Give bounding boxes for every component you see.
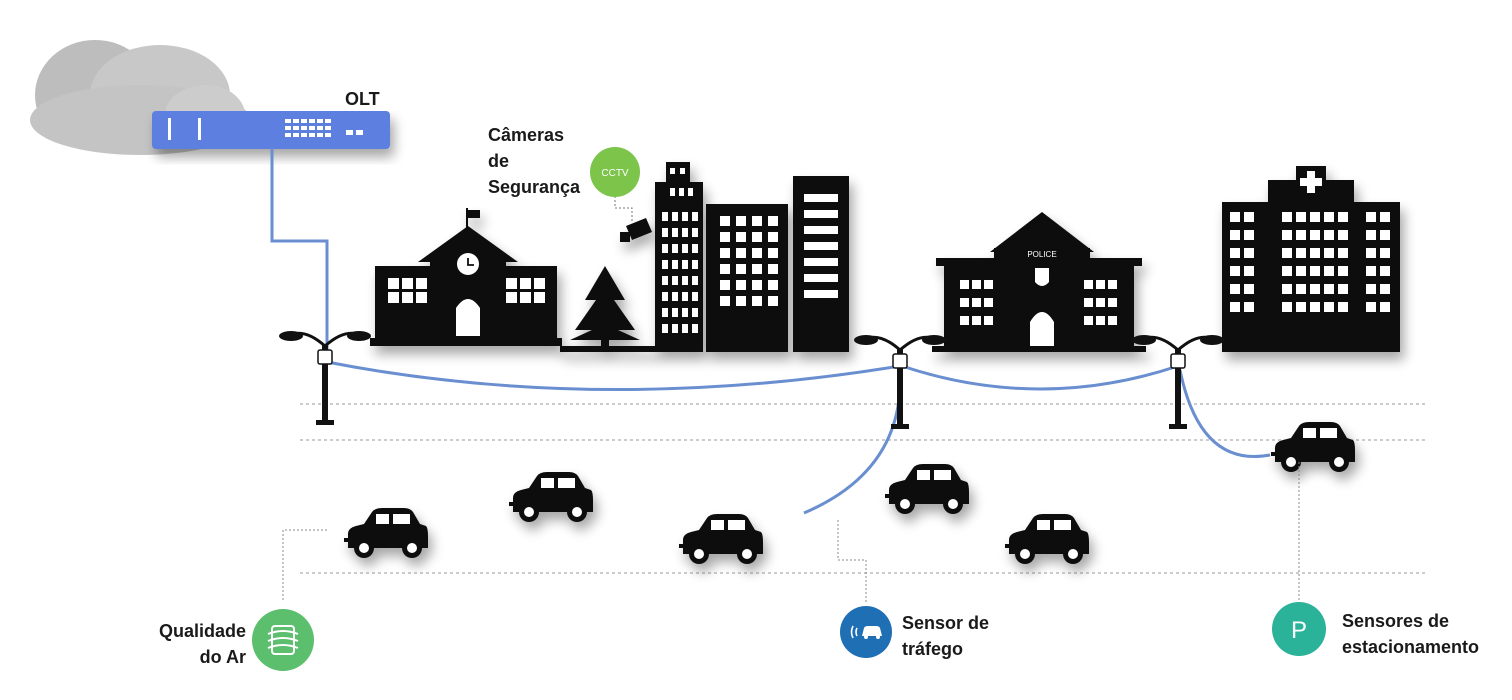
traffic-sensor-icon bbox=[840, 606, 892, 658]
school-building bbox=[370, 208, 562, 346]
car-5 bbox=[1005, 514, 1089, 564]
security-camera-icon bbox=[620, 218, 652, 242]
car-4 bbox=[885, 464, 969, 514]
cars bbox=[344, 422, 1355, 564]
cameras-label: Câmeras de Segurança bbox=[488, 125, 581, 197]
car-2 bbox=[509, 472, 593, 522]
parking-icon: P bbox=[1272, 602, 1326, 656]
car-1 bbox=[344, 508, 428, 558]
hospital-cross-icon bbox=[1300, 171, 1322, 193]
svg-text:P: P bbox=[1291, 617, 1307, 644]
cctv-connector bbox=[614, 196, 633, 222]
olt-label: OLT bbox=[345, 89, 380, 109]
svg-text:CCTV: CCTV bbox=[601, 168, 629, 179]
traffic-sensor-label: Sensor de tráfego bbox=[902, 613, 990, 659]
car-3 bbox=[679, 514, 763, 564]
car-6 bbox=[1271, 422, 1355, 472]
hospital-building bbox=[1222, 166, 1400, 352]
tree bbox=[560, 266, 660, 352]
office-towers bbox=[655, 162, 849, 352]
police-station bbox=[932, 212, 1146, 352]
city-skyline bbox=[370, 162, 1400, 352]
police-sign: POLICE bbox=[1027, 250, 1056, 259]
street-lamp-1 bbox=[277, 329, 373, 427]
road-lines bbox=[300, 403, 1428, 574]
air-quality-label: Qualidade do Ar bbox=[158, 621, 246, 667]
sensor-leaders bbox=[282, 462, 1300, 602]
parking-sensors-label: Sensores de estacionamento bbox=[1342, 611, 1480, 657]
olt-device-icon bbox=[152, 111, 390, 149]
air-quality-icon bbox=[252, 609, 314, 671]
cctv-badge-icon: CCTV bbox=[590, 147, 640, 197]
